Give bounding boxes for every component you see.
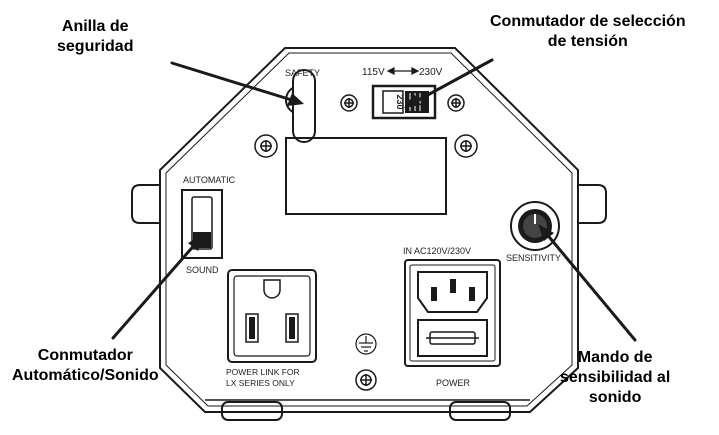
power-inlet[interactable] (404, 259, 501, 367)
right-bracket (578, 184, 607, 224)
automatic-label: AUTOMATIC (183, 175, 236, 185)
callout-safety-ring: Anilla de seguridad (57, 17, 133, 57)
callout-line: Conmutador (37, 347, 133, 364)
callout-line: Anilla de (61, 18, 129, 35)
power-link-outlet[interactable] (227, 269, 317, 363)
callout-line: de tensión (547, 33, 628, 50)
safety-label: SAFETY (285, 68, 320, 78)
power-link-label-line1: POWER LINK FOR (226, 367, 300, 377)
callout-line: Automático/Sonido (12, 367, 159, 384)
arrow-sensitivity (538, 224, 637, 342)
callout-line: sonido (588, 389, 642, 406)
arrow-mode (111, 234, 204, 340)
ground-screw-icon (355, 369, 377, 391)
safety-ring[interactable] (285, 69, 316, 143)
power-label: POWER (436, 378, 471, 388)
voltage-selector-switch[interactable]: 230 (371, 84, 437, 120)
callout-sensitivity-knob: Mando de sensibilidad al sonido (560, 348, 670, 408)
screw-icon (254, 134, 278, 158)
voltage-range-low: 115V (362, 67, 385, 78)
callout-line: Conmutador de selección (490, 13, 686, 30)
callout-line: Mando de (577, 349, 653, 366)
callout-line: sensibilidad al (560, 369, 671, 386)
mode-rocker-switch[interactable] (181, 189, 223, 259)
housing-outline (159, 47, 579, 413)
label-plate (285, 137, 447, 215)
voltage-switch-value: 230 (395, 94, 405, 109)
sensitivity-label: SENSITIVITY (506, 253, 561, 263)
screw-icon (454, 134, 478, 158)
housing-inner-edge (165, 52, 573, 407)
callout-mode-switch: Conmutador Automático/Sonido (12, 346, 159, 386)
power-input-label: IN AC120V/230V (403, 246, 471, 256)
callout-line: seguridad (57, 38, 134, 55)
voltage-range-arrow-icon (386, 67, 420, 75)
power-link-label-line2: LX SERIES ONLY (226, 378, 295, 388)
screw-icon (340, 94, 358, 112)
callout-voltage-switch: Conmutador de selección de tensión (490, 12, 686, 52)
left-bracket (131, 184, 160, 224)
arrow-voltage (404, 58, 494, 108)
sensitivity-knob[interactable] (510, 201, 560, 251)
arrow-safety (170, 61, 304, 106)
screw-icon (447, 94, 465, 112)
sound-label: SOUND (186, 265, 219, 275)
ground-icon (355, 333, 377, 355)
voltage-range-high: 230V (419, 67, 443, 78)
